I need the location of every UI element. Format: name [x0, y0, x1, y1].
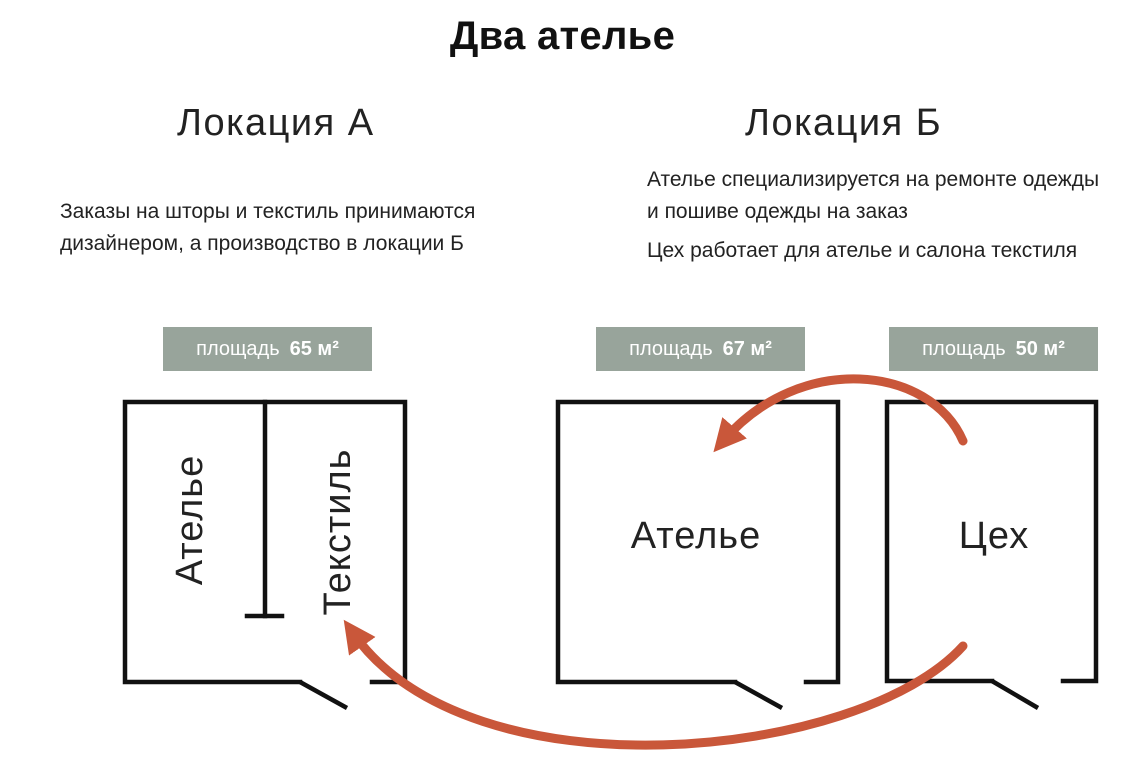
arrow-workshop-to-textile	[343, 619, 968, 750]
location-b-description-atelier: Ателье специализируется на ремонте одежд…	[647, 168, 1100, 223]
area-badge-atelier-b: площадь 67 м²	[596, 327, 805, 371]
area-badge-location-a: площадь 65 м²	[163, 327, 372, 371]
room-label-textile: Текстиль	[317, 449, 359, 616]
atelier-b-plan	[555, 399, 841, 710]
area-value: 65 м²	[289, 338, 339, 360]
area-label: площадь	[629, 338, 713, 360]
area-label: площадь	[196, 338, 280, 360]
location-a-heading: Локация А	[177, 102, 375, 144]
area-label: площадь	[922, 338, 1006, 360]
area-value: 67 м²	[722, 338, 772, 360]
room-label-atelier-a: Ателье	[169, 455, 211, 585]
wall-workshop	[884, 399, 1099, 684]
location-a-description: Заказы на шторы и текстиль принимаются д…	[60, 200, 476, 255]
door-workshop	[990, 679, 1040, 710]
location-b-description-workshop: Цех работает для ателье и салона текстил…	[647, 239, 1078, 262]
door-a	[298, 680, 349, 710]
room-label-workshop: Цех	[959, 515, 1029, 557]
arrow-workshop-to-atelier	[713, 374, 968, 453]
location-a-plan	[122, 399, 408, 710]
page-title: Два ателье	[449, 14, 676, 58]
area-value: 50 м²	[1015, 338, 1065, 360]
room-label-atelier-b: Ателье	[631, 515, 761, 557]
wall-b-atelier	[555, 399, 841, 685]
workshop-plan	[884, 399, 1099, 710]
location-b-heading: Локация Б	[745, 102, 943, 144]
area-badge-workshop: площадь 50 м²	[889, 327, 1098, 371]
door-b-atelier	[733, 680, 784, 710]
